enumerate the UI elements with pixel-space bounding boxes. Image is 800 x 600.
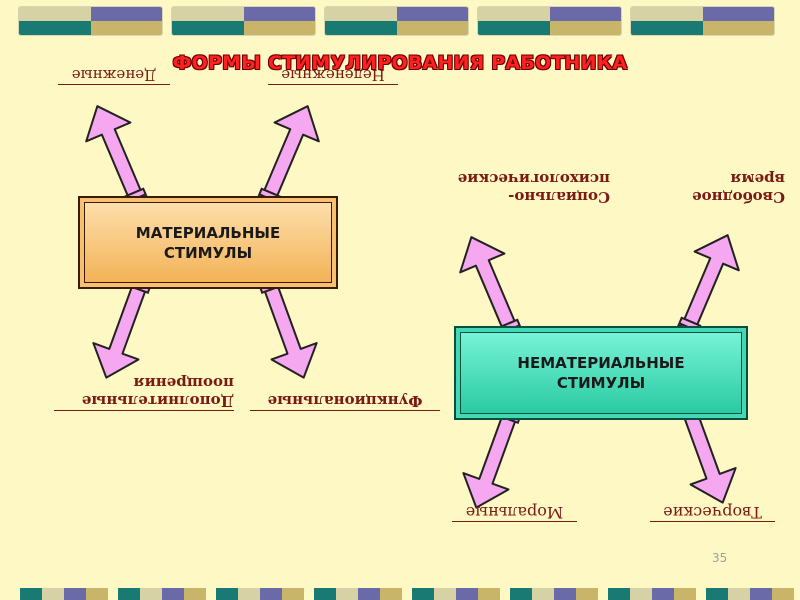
label-free-time-line1: Свободное	[692, 188, 785, 206]
bottom-decor-bar	[20, 588, 800, 600]
decor-tile	[706, 588, 794, 600]
label-non-monetary-text: Неденежные	[268, 66, 398, 85]
page-number: 35	[712, 551, 728, 565]
label-creative: Творческие	[650, 503, 775, 522]
label-socio-line1: Социально-	[508, 188, 610, 206]
decor-tile	[20, 588, 108, 600]
material-box-line2: СТИМУЛЫ	[163, 243, 253, 262]
label-non-monetary: Неденежные	[268, 66, 398, 85]
label-functional: Функциональные	[250, 392, 440, 411]
label-free-time-line2: время	[730, 170, 785, 188]
label-monetary: Денежные	[58, 66, 170, 85]
label-creative-text: Творческие	[650, 503, 775, 522]
top-decor-bar	[18, 6, 783, 36]
material-stimuli-box: МАТЕРИАЛЬНЫЕ СТИМУЛЫ	[78, 196, 338, 289]
decor-tile	[630, 6, 775, 36]
label-moral: Моральные	[452, 503, 577, 522]
decor-tile	[510, 588, 598, 600]
label-additional-incentives: Дополнительные поощрения	[54, 374, 234, 411]
material-box-line1: МАТЕРИАЛЬНЫЕ	[135, 223, 281, 242]
page-title: ФОРМЫ СТИМУЛИРОВАНИЯ РАБОТНИКА	[172, 52, 628, 74]
label-additional-line2: поощрения	[133, 374, 234, 392]
label-socio-psychological: Социально- психологические	[430, 170, 610, 206]
decor-tile	[216, 588, 304, 600]
nonmaterial-stimuli-box: НЕМАТЕРИАЛЬНЫЕ СТИМУЛЫ	[454, 326, 748, 420]
decor-tile	[324, 6, 469, 36]
decor-tile	[118, 588, 206, 600]
nonmaterial-box-line1: НЕМАТЕРИАЛЬНЫЕ	[517, 354, 685, 372]
decor-tile	[608, 588, 696, 600]
label-functional-text: Функциональные	[250, 392, 440, 411]
decor-tile	[314, 588, 402, 600]
label-additional-line1: Дополнительные	[54, 392, 234, 411]
decor-tile	[412, 588, 500, 600]
decor-tile	[171, 6, 316, 36]
label-socio-line2: психологические	[457, 170, 610, 188]
label-monetary-text: Денежные	[58, 66, 170, 85]
decor-tile	[477, 6, 622, 36]
nonmaterial-box-line2: СТИМУЛЫ	[556, 374, 646, 392]
decor-tile	[18, 6, 163, 36]
label-free-time: Свободное время	[690, 170, 785, 206]
label-moral-text: Моральные	[452, 503, 577, 522]
